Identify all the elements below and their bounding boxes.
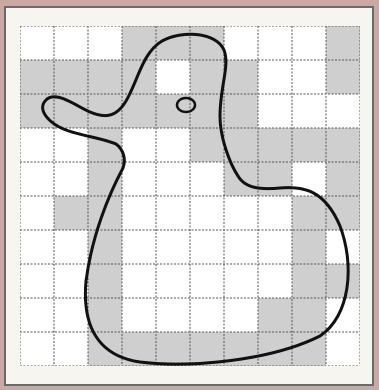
grid-cell <box>156 128 190 162</box>
grid-diagram <box>20 26 360 366</box>
grid-cell <box>326 332 360 366</box>
grid-cell <box>122 162 156 196</box>
grid-cell-shaded <box>156 332 190 366</box>
grid-cell <box>122 230 156 264</box>
grid-cell <box>122 128 156 162</box>
grid-cell <box>54 332 88 366</box>
grid-cell <box>54 298 88 332</box>
grid-cell-shaded <box>122 60 156 94</box>
grid-cell <box>190 264 224 298</box>
grid-cell <box>20 264 54 298</box>
grid-cell <box>156 196 190 230</box>
grid-cell <box>20 128 54 162</box>
grid-cell <box>156 162 190 196</box>
grid-cell <box>122 196 156 230</box>
grid-cell <box>190 298 224 332</box>
grid-cell <box>258 94 292 128</box>
grid-cell-shaded <box>258 162 292 196</box>
grid-cell <box>190 162 224 196</box>
grid-cell <box>224 298 258 332</box>
grid-cell-shaded <box>54 60 88 94</box>
grid-cell-shaded <box>326 162 360 196</box>
grid-cell <box>54 162 88 196</box>
grid-cell <box>88 26 122 60</box>
grid-cell <box>20 196 54 230</box>
grid-cell <box>156 298 190 332</box>
grid-cell-shaded <box>54 196 88 230</box>
grid-cell-shaded <box>326 128 360 162</box>
grid-cell-shaded <box>122 26 156 60</box>
figure-panel <box>4 6 374 386</box>
grid-cell-shaded <box>190 128 224 162</box>
grid-cell-shaded <box>326 264 360 298</box>
grid-cell-shaded <box>190 60 224 94</box>
grid-cell <box>326 94 360 128</box>
grid-cell <box>190 230 224 264</box>
grid-cell-shaded <box>224 60 258 94</box>
grid-cell <box>258 196 292 230</box>
grid-cell-shaded <box>88 60 122 94</box>
grid-cell <box>292 60 326 94</box>
grid-cell-shaded <box>258 298 292 332</box>
grid-cell <box>224 230 258 264</box>
grid-cell <box>156 60 190 94</box>
grid-cell-shaded <box>292 196 326 230</box>
grid-cell-shaded <box>292 264 326 298</box>
grid-cell <box>258 264 292 298</box>
grid-cell-shaded <box>54 94 88 128</box>
grid-cell <box>20 162 54 196</box>
grid-cell-shaded <box>292 298 326 332</box>
grid-cell-shaded <box>326 60 360 94</box>
grid-cell-shaded <box>326 26 360 60</box>
grid-cell <box>54 230 88 264</box>
grid-cell <box>122 298 156 332</box>
grid-cell-shaded <box>258 128 292 162</box>
grid-cell-shaded <box>88 264 122 298</box>
grid-cell <box>54 264 88 298</box>
grid-cell-shaded <box>292 128 326 162</box>
grid-cell <box>292 26 326 60</box>
grid-cell <box>258 230 292 264</box>
grid-cell-shaded <box>88 298 122 332</box>
grid-cell <box>224 264 258 298</box>
grid-cell <box>54 26 88 60</box>
grid-cell <box>224 196 258 230</box>
grid-cell <box>122 264 156 298</box>
grid-cell <box>224 26 258 60</box>
grid-cell-shaded <box>224 94 258 128</box>
grid-cell-shaded <box>88 196 122 230</box>
grid-cell <box>20 332 54 366</box>
grid-cell <box>20 26 54 60</box>
grid-cell-shaded <box>20 60 54 94</box>
grid-cell <box>156 264 190 298</box>
grid-cell <box>20 230 54 264</box>
grid-cell <box>292 94 326 128</box>
grid-cell-shaded <box>292 230 326 264</box>
grid-cell <box>20 298 54 332</box>
grid-cell <box>156 230 190 264</box>
grid-cell-shaded <box>326 196 360 230</box>
grid-cell <box>258 26 292 60</box>
grid-cell <box>190 196 224 230</box>
grid-cell <box>258 60 292 94</box>
